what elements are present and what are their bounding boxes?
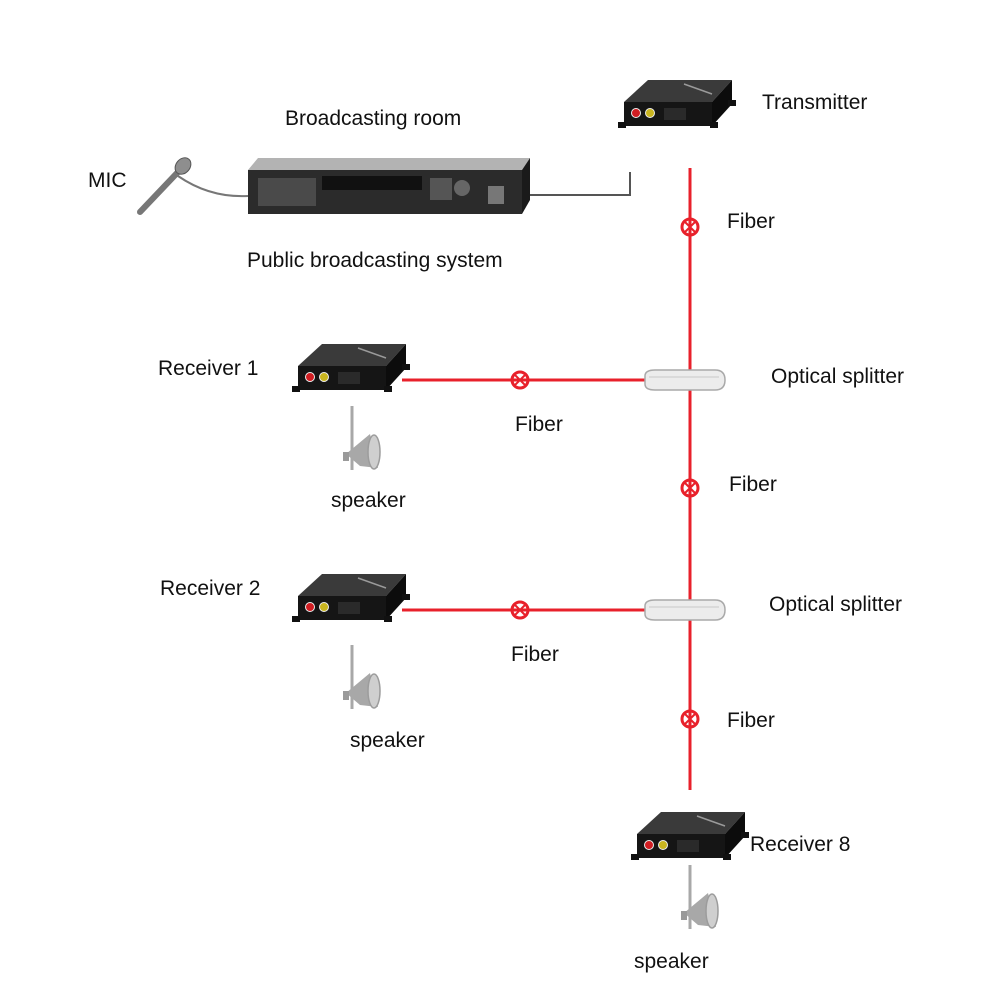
receiver-2-device [291, 573, 411, 623]
optical-splitter-1 [644, 369, 726, 391]
fiber-label: Fiber [727, 210, 775, 233]
transmitter-device [617, 79, 737, 129]
receiver-2-label: Receiver 2 [160, 577, 261, 600]
receiver-1-device [291, 343, 411, 393]
fiber-label: Fiber [515, 413, 563, 436]
speaker-label: speaker [350, 729, 425, 752]
optical-splitter-2 [644, 599, 726, 621]
microphone-icon [137, 157, 249, 215]
broadcasting-room-label: Broadcasting room [285, 107, 462, 130]
fiber-label: Fiber [727, 709, 775, 732]
transmitter-label: Transmitter [762, 91, 868, 114]
optical-splitter-label: Optical splitter [771, 365, 905, 388]
receiver-1-label: Receiver 1 [158, 357, 259, 380]
speaker-8-icon [679, 863, 720, 931]
optical-splitter-label: Optical splitter [769, 593, 903, 616]
broadcast-system-unit [248, 158, 530, 214]
public-broadcasting-system-label: Public broadcasting system [247, 249, 503, 272]
audio-cable [520, 172, 631, 196]
fiber-label: Fiber [511, 643, 559, 666]
speaker-2-icon [341, 643, 382, 711]
speaker-1-icon [341, 404, 382, 472]
speaker-label: speaker [634, 950, 709, 973]
receiver-8-label: Receiver 8 [750, 833, 851, 856]
fiber-label: Fiber [729, 473, 777, 496]
mic-label: MIC [88, 169, 127, 192]
speaker-label: speaker [331, 489, 406, 512]
receiver-8-device [630, 811, 750, 861]
